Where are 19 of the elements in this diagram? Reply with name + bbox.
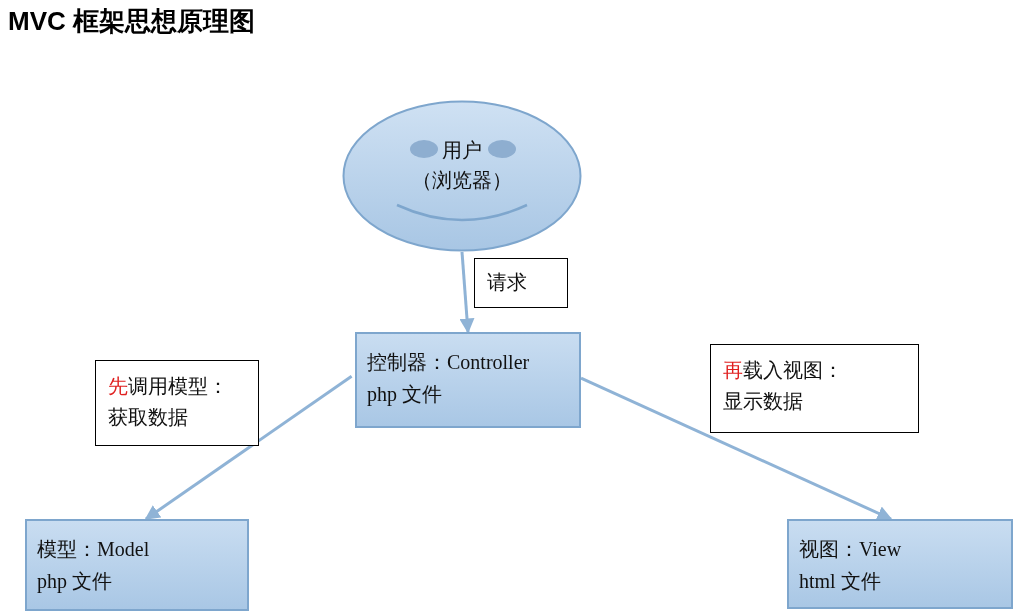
arrow [580,376,893,521]
process-box [355,332,581,428]
arrow [459,251,475,334]
node-text: html 文件 [799,569,882,594]
edge-label: 请求 [474,258,568,308]
node-text: php 文件 [37,569,113,595]
node-text: 控制器：Controller [367,350,531,375]
process-box [787,519,1013,609]
node-text: 视图：View [799,537,903,562]
arrow [144,374,353,521]
node-text: （浏览器） [411,168,513,193]
smiley-face-ellipse [342,100,582,252]
node-text: 用户 [441,138,483,163]
node-text: 模型：Model [37,537,151,562]
process-box [25,519,249,611]
node-text: php 文件 [367,382,443,408]
diagram-title: MVC 框架思想原理图 [8,5,255,38]
edge-label: 先调用模型：获取数据 [95,360,259,446]
edge-label: 再载入视图：显示数据 [710,344,919,433]
